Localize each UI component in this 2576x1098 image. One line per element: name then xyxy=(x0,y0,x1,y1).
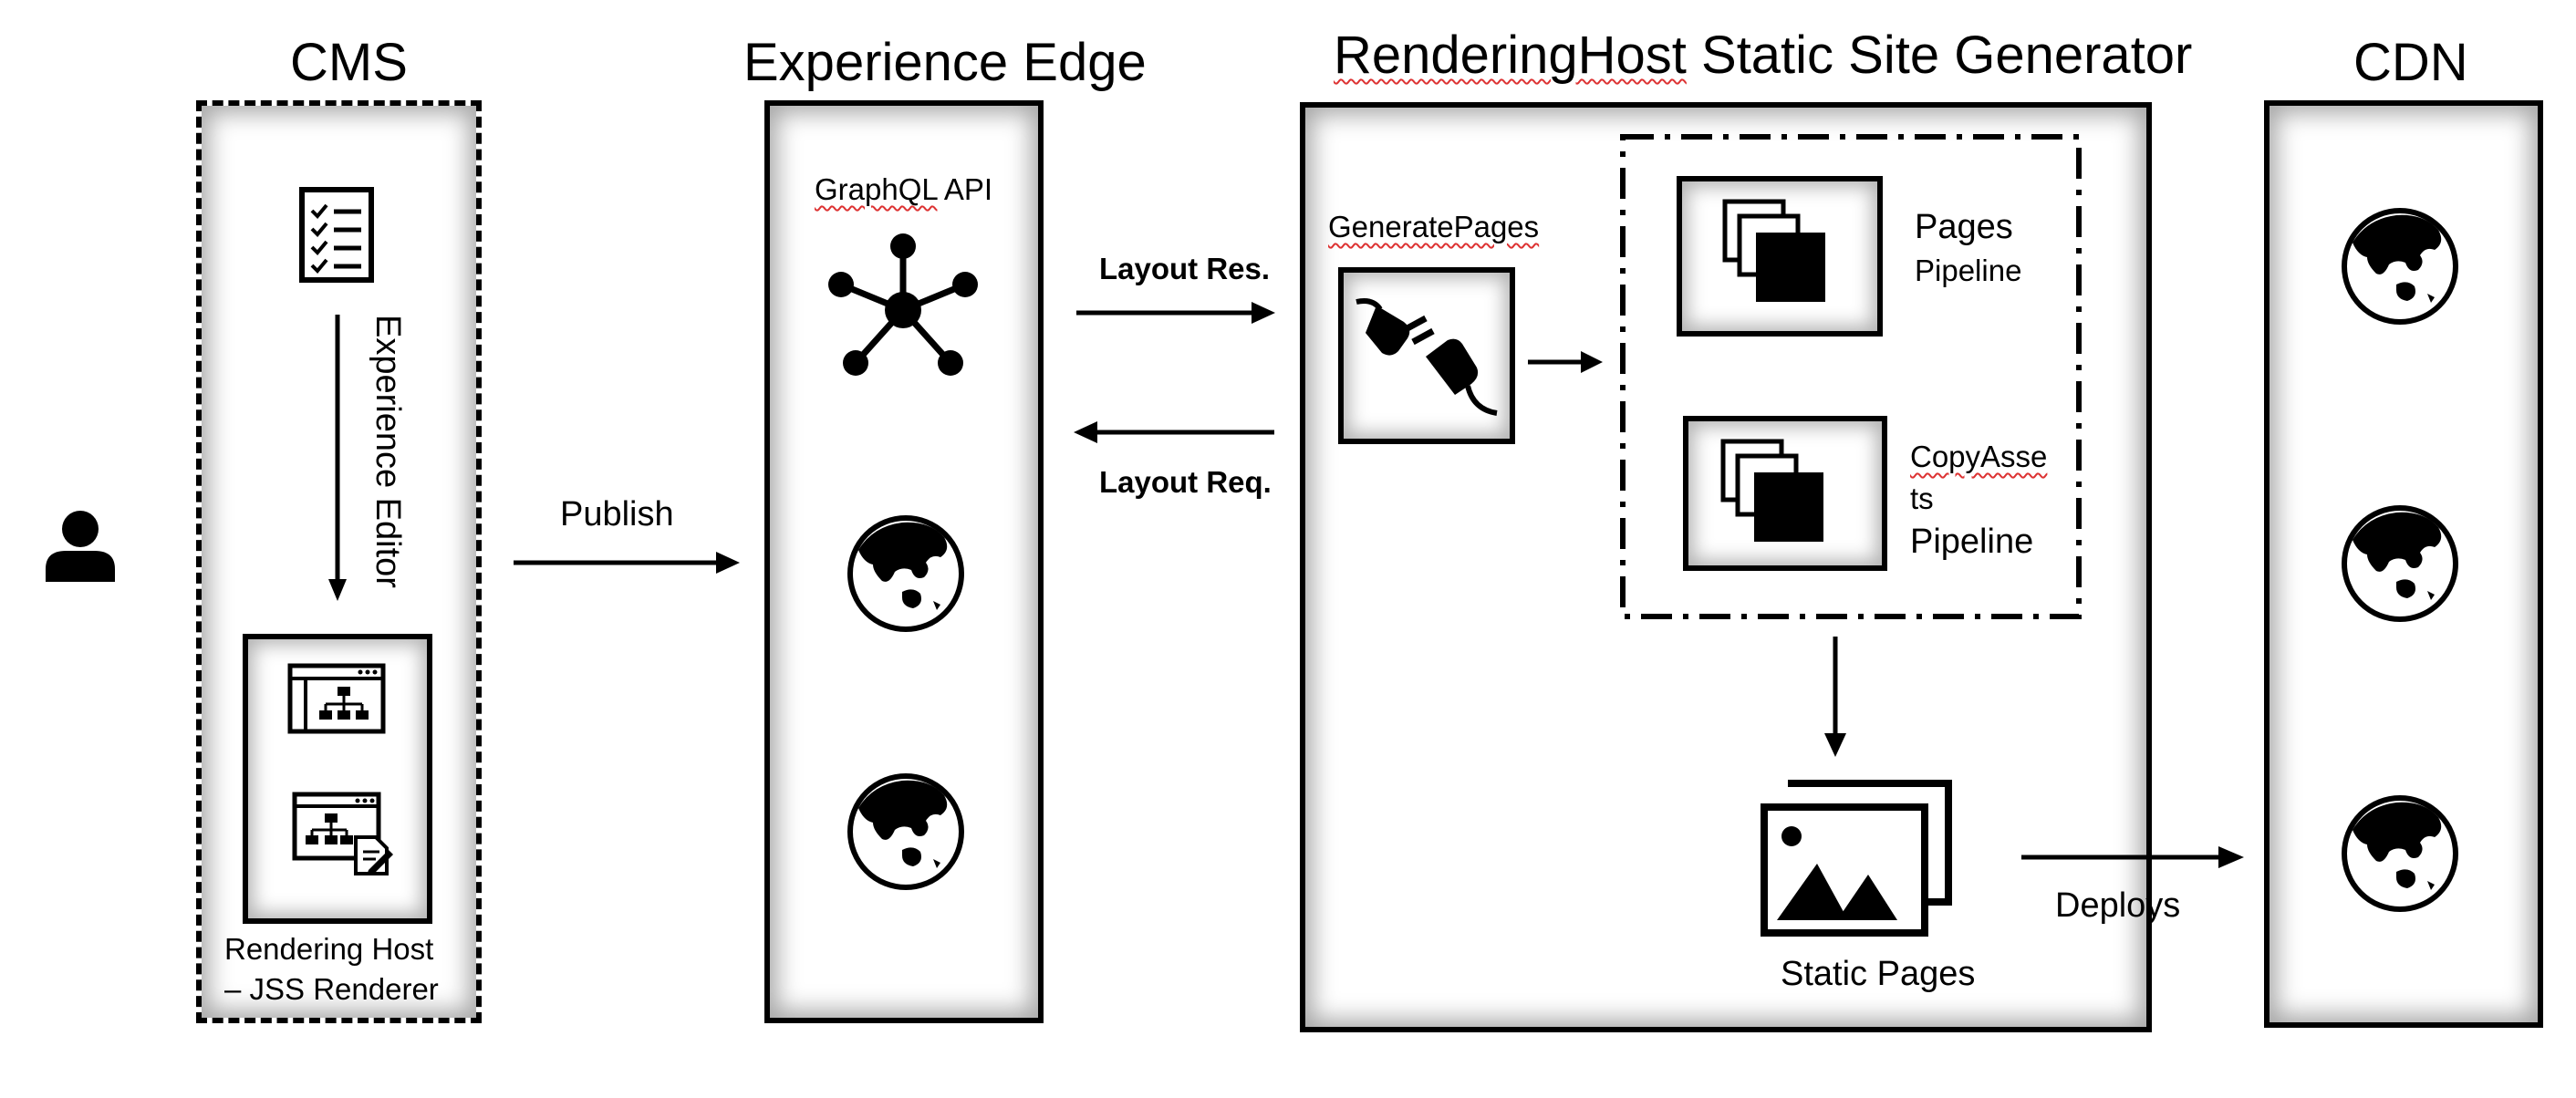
generate-pages-label: GeneratePages xyxy=(1328,210,1540,243)
ssg-title-part1: RenderingHost xyxy=(1334,26,1687,85)
globe-icon xyxy=(2342,795,2458,912)
cdn-title: CDN xyxy=(2353,33,2468,92)
generate-to-pipeline-arrow xyxy=(1528,351,1603,373)
editor-arrow xyxy=(328,315,347,601)
rendering-host-line2: – JSS Renderer xyxy=(224,972,439,1006)
layers-icon xyxy=(1720,439,1823,542)
layout-req-arrow xyxy=(1074,421,1274,443)
generate-pages-box xyxy=(1338,267,1515,444)
ssg-title: RenderingHost Static Site Generator xyxy=(1334,29,2192,82)
copyassets-line3: Pipeline xyxy=(1910,523,2034,561)
globe-icon xyxy=(847,515,964,632)
rendering-host-box xyxy=(243,634,432,924)
layers-icon xyxy=(1722,199,1825,302)
layout-res-arrow xyxy=(1076,302,1275,324)
graphql-network-icon xyxy=(828,233,978,376)
cms-title: CMS xyxy=(290,33,408,92)
sitemap-window-icon xyxy=(287,663,386,734)
globe-icon xyxy=(847,773,964,890)
user-icon xyxy=(46,511,115,582)
static-pages-label: Static Pages xyxy=(1781,955,1976,993)
sitemap-edit-icon xyxy=(292,792,393,875)
publish-arrow xyxy=(514,552,740,574)
checklist-icon xyxy=(299,187,374,283)
pages-pipeline-line2: Pipeline xyxy=(1915,254,2022,287)
layout-res-label: Layout Res. xyxy=(1099,252,1271,285)
globe-icon xyxy=(2342,505,2458,622)
pages-pipeline-line1: Pages xyxy=(1915,208,2013,246)
layout-req-label: Layout Req. xyxy=(1099,465,1272,499)
deploys-label: Deploys xyxy=(2055,886,2181,925)
deploys-arrow xyxy=(2021,846,2244,868)
graphql-api-label: GraphQL API xyxy=(815,172,992,207)
graphql-part2: API xyxy=(937,172,993,206)
pipeline-to-static-arrow xyxy=(1824,637,1846,757)
globe-icon xyxy=(2342,208,2458,325)
experience-edge-title: Experience Edge xyxy=(743,33,1147,92)
image-gallery-icon xyxy=(1761,780,1952,937)
experience-editor-label: Experience Editor xyxy=(369,315,407,588)
graphql-part1: GraphQL xyxy=(815,172,938,206)
copyassets-line2: ts xyxy=(1910,482,1934,515)
ssg-title-part2: Static Site Generator xyxy=(1686,26,2193,85)
publish-label: Publish xyxy=(560,495,674,533)
rendering-host-line1: Rendering Host xyxy=(224,932,434,966)
plug-icon xyxy=(1356,298,1498,416)
copyassets-line1: CopyAsse xyxy=(1910,440,2048,473)
